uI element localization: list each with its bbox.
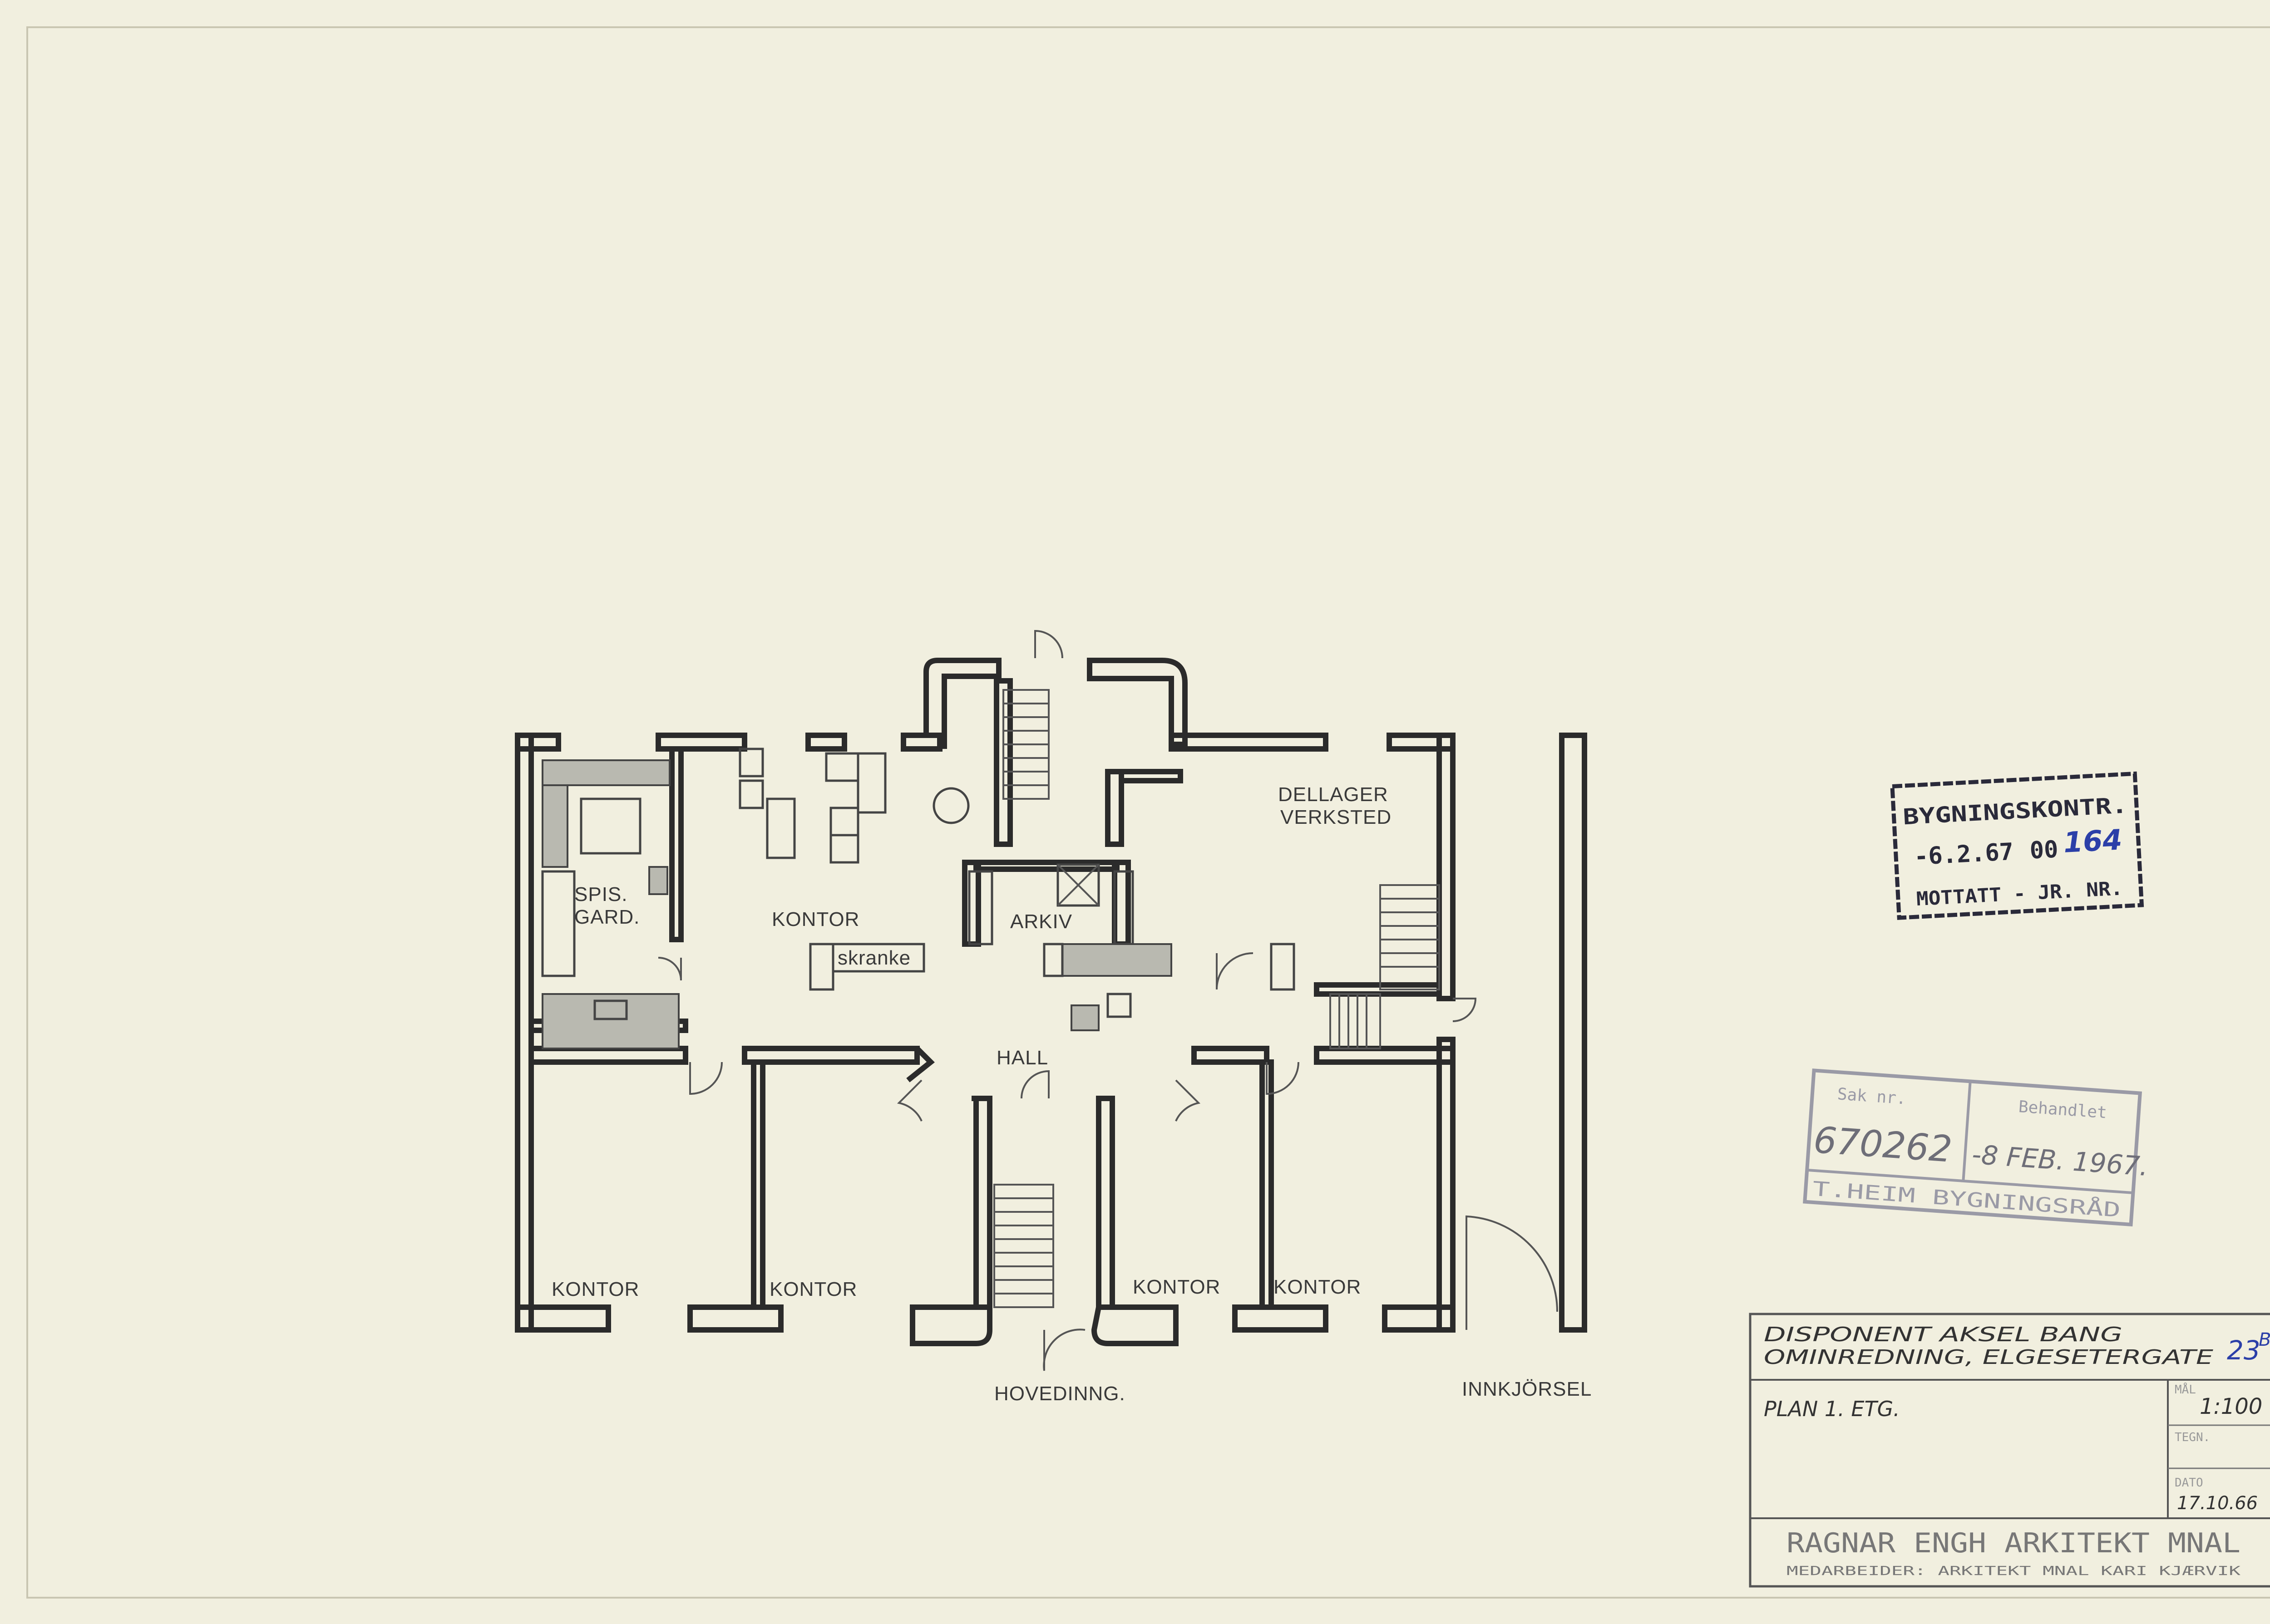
stamp-bygningskontor: BYGNINGSKONTR. -6.2.67 00 164 MOTTATT - …: [1890, 771, 2144, 920]
title-block: DISPONENT AKSEL BANG OMINREDNING, ELGESE…: [1749, 1313, 2270, 1588]
label-spis-line1: SPIS.: [574, 883, 628, 906]
stamp-bygningsrad: Sak nr. 670262 Behandlet -8 FEB. 1967. T…: [1803, 1068, 2149, 1227]
tb-date: 17.10.66: [2177, 1493, 2258, 1514]
tb-date-label: DATO: [2175, 1476, 2203, 1490]
label-arkiv: ARKIV: [1010, 910, 1072, 933]
label-main-entrance: HOVEDINNG.: [994, 1383, 1125, 1405]
stairs-right: [1329, 884, 1440, 1049]
tb-client: DISPONENT AKSEL BANG: [1764, 1323, 2122, 1346]
room-labels: SPIS. GARD. KONTOR skranke ARKIV DELLAGE…: [552, 783, 1592, 1405]
label-driveway: INNKJÖRSEL: [1462, 1378, 1592, 1400]
label-dellager: DELLAGER: [1278, 783, 1388, 806]
label-kontor-2: KONTOR: [770, 1278, 857, 1300]
doors: [658, 630, 1559, 1371]
stamp1-number-prefix: 00: [2029, 836, 2059, 865]
stamp1-date: -6.2.67: [1914, 838, 2014, 871]
stairs-lower: [993, 1184, 1054, 1308]
stamp1-line3: MOTTATT - JR. NR.: [1916, 877, 2123, 910]
label-kontor-4: KONTOR: [1273, 1276, 1361, 1298]
label-spis-line2: GARD.: [574, 906, 640, 928]
tb-house-number: 23: [2227, 1335, 2260, 1366]
tb-scale: 1:100: [2200, 1394, 2262, 1419]
stamp1-number-hand: 164: [2063, 823, 2123, 859]
tb-architect: RAGNAR ENGH ARKITEKT MNAL: [1786, 1527, 2240, 1559]
label-verksted: VERKSTED: [1280, 806, 1392, 828]
label-skranke: skranke: [838, 947, 911, 969]
tb-drawing: PLAN 1. ETG.: [1764, 1397, 1900, 1421]
stamp2-sak-label: Sak nr.: [1837, 1085, 1907, 1108]
tb-house-suffix: B: [2259, 1329, 2270, 1350]
label-kontor-3: KONTOR: [1133, 1276, 1220, 1298]
stamp2-beh-label: Behandlet: [2018, 1097, 2107, 1122]
tb-drawn-label: TEGN.: [2175, 1431, 2210, 1444]
stamp2-beh-value: -8 FEB. 1967.: [1971, 1139, 2149, 1182]
stamp2-sak-value: 670262: [1812, 1119, 1954, 1171]
label-kontor-1: KONTOR: [552, 1278, 639, 1300]
tb-collaborator: MEDARBEIDER: ARKITEKT MNAL KARI KJÆRVIK: [1786, 1563, 2240, 1578]
tb-project: OMINREDNING, ELGESETERGATE: [1764, 1346, 2213, 1369]
sheet-border: [26, 26, 2270, 1599]
stairs-upper: [1002, 689, 1050, 800]
tb-scale-label: MÅL: [2175, 1382, 2196, 1397]
stamp2-footer: T.HEIM BYGNINGSRÅD: [1812, 1176, 2122, 1222]
outer-walls: [515, 658, 1587, 1346]
label-hall: HALL: [997, 1047, 1048, 1069]
label-kontor-top: KONTOR: [772, 908, 859, 930]
furniture: [541, 748, 1295, 1049]
